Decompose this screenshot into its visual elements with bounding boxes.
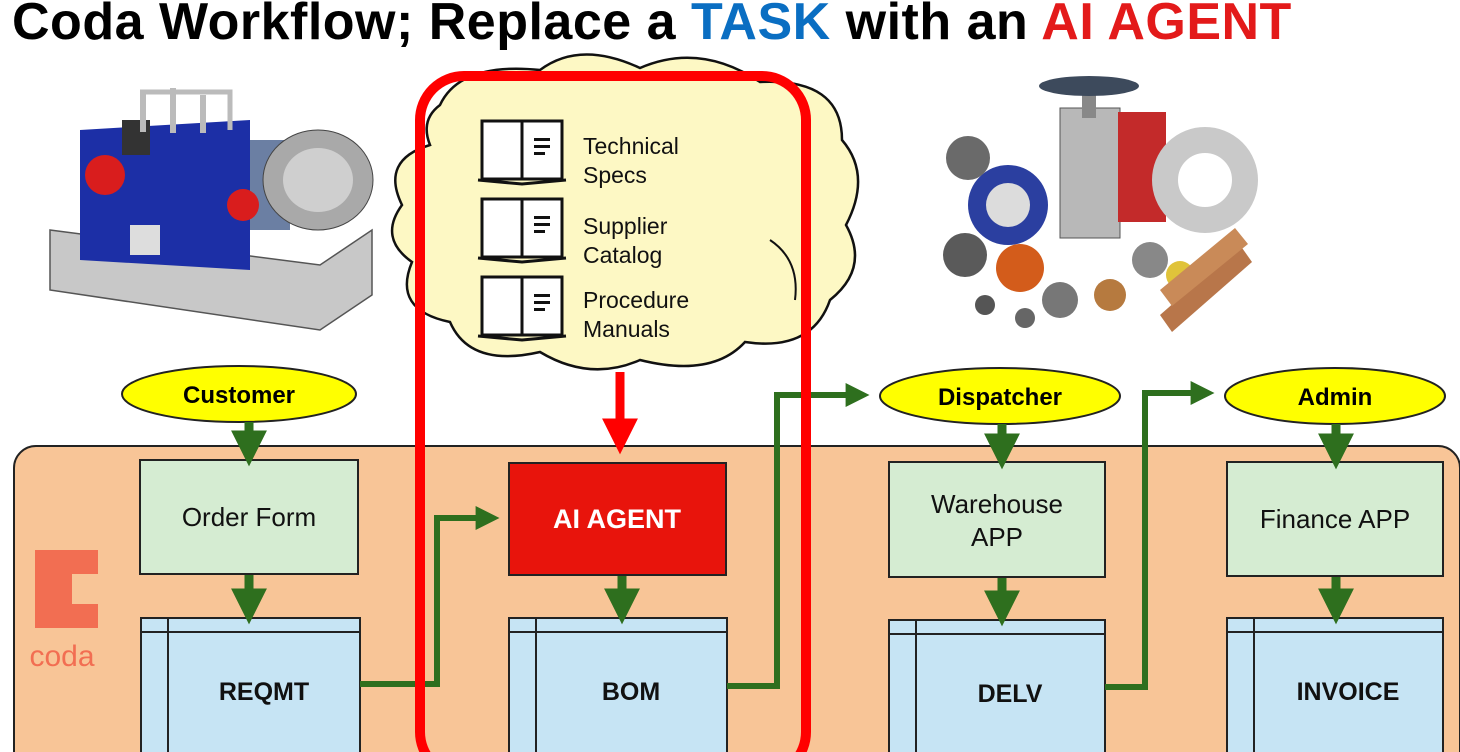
role-admin-label: Admin [1298,384,1373,411]
doc-label-supplier: Supplier [583,213,668,239]
app-order-form [139,459,359,575]
title-prefix: Coda Workflow; Replace a [12,0,692,51]
ai-agent-label: AI AGENT [553,504,682,534]
table-reqmt [140,617,361,752]
app-warehouse-label: Warehouse [931,489,1063,519]
role-dispatcher-label: Dispatcher [938,384,1062,411]
doc-label-catalog: Catalog [583,242,662,268]
pump-machine-image [49,88,374,331]
app-order-form-label: Order Form [182,502,316,532]
coda-logo [35,550,98,628]
book-icon [477,275,567,342]
app-finance [1226,461,1444,577]
table-bom-label: BOM [602,678,660,706]
table-reqmt-label: REQMT [219,678,309,706]
title-task-word: TASK [691,0,831,51]
book-icon [477,119,567,186]
doc-label-technical: Technical [583,133,679,159]
table-delv-label: DELV [978,680,1043,708]
pipe-fittings-image [943,76,1258,332]
doc-label-procedure: Procedure [583,287,689,313]
role-customer [121,365,357,423]
ai-highlight-frame [415,71,811,752]
title-middle: with an [830,0,1042,51]
app-finance-label: Finance APP [1260,504,1410,534]
arrow-reqmt-to-agent [360,506,500,687]
role-customer-label: Customer [183,382,295,409]
table-delv [888,619,1106,752]
coda-logo-text: coda [29,640,94,673]
table-bom [508,617,728,752]
doc-label-specs: Specs [583,162,647,188]
table-invoice-label: INVOICE [1297,678,1400,706]
app-warehouse [888,461,1106,578]
table-invoice [1226,617,1444,752]
page-title: Coda Workflow; Replace a TASK with an AI… [12,0,1460,52]
arrow-bom-to-dispatcher [727,383,870,689]
ai-agent-box [508,462,727,576]
doc-label-manuals: Manuals [583,316,670,342]
title-agent-word: AI AGENT [1041,0,1292,51]
book-icon [477,197,567,264]
app-warehouse-label-2: APP [971,522,1023,552]
arrow-delv-to-admin [1105,381,1215,690]
